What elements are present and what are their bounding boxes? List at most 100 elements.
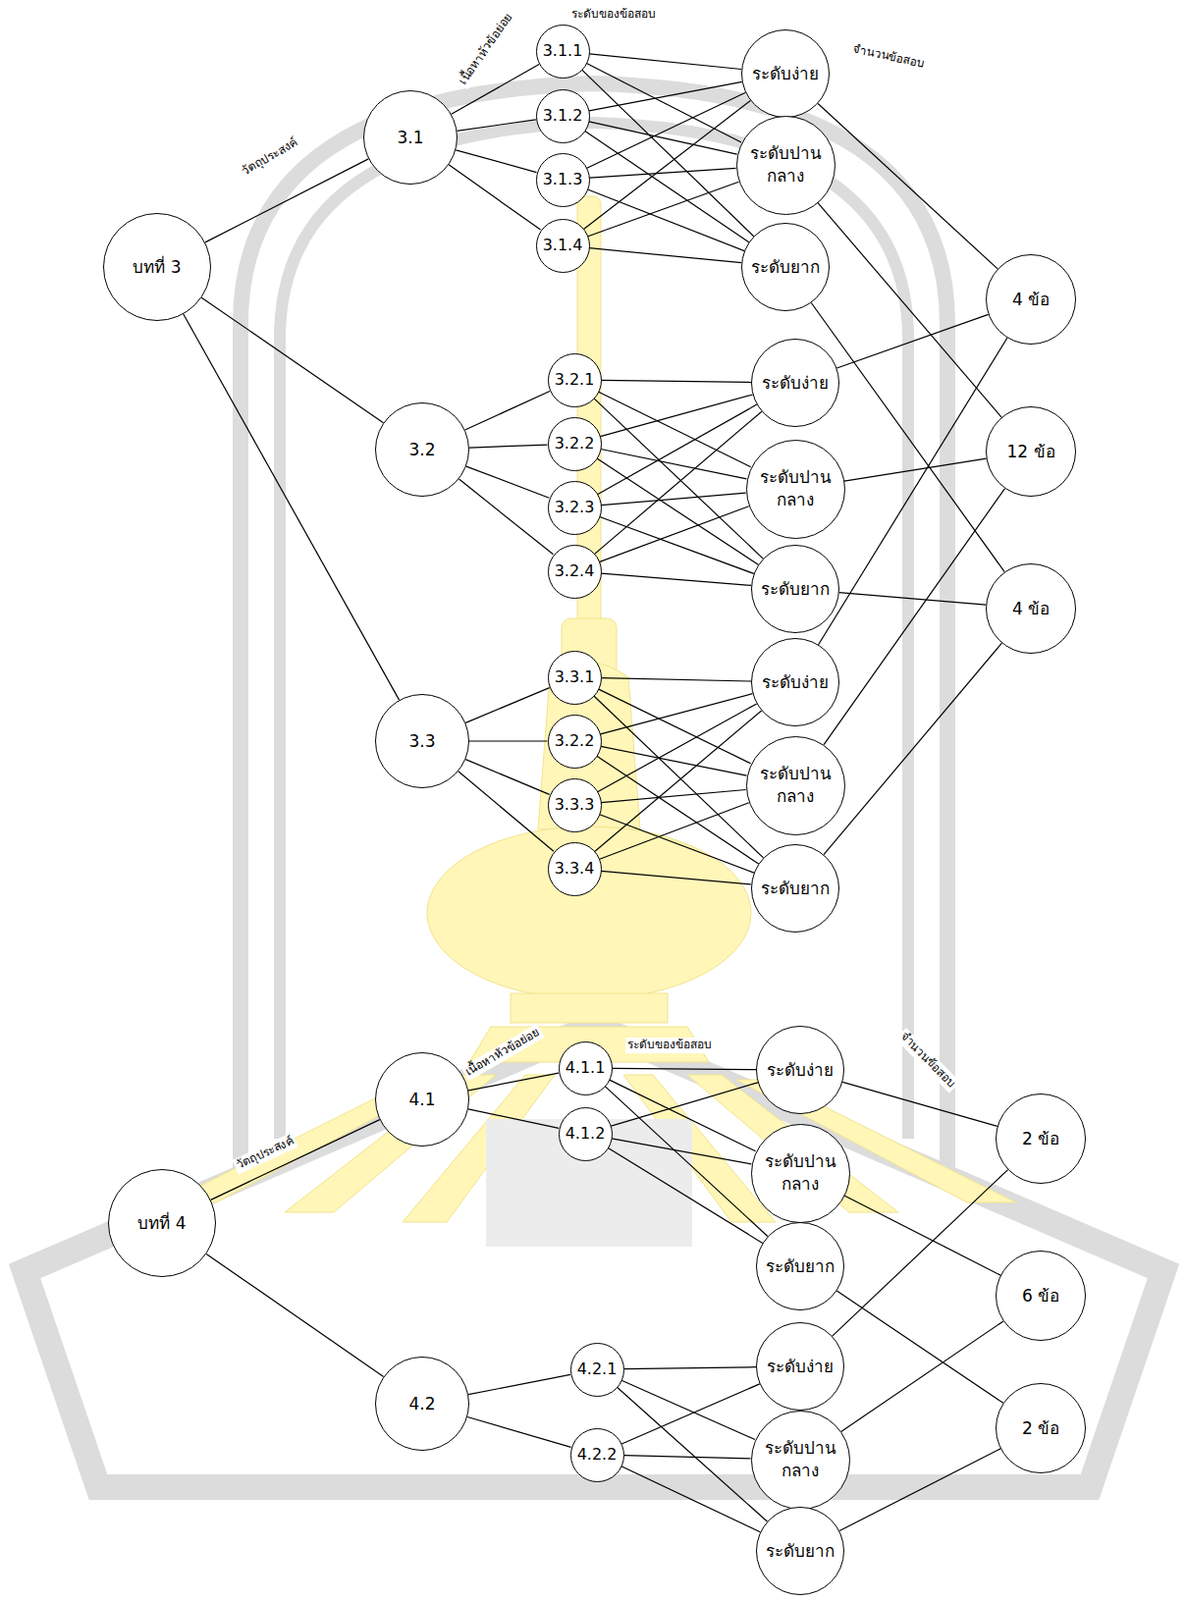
connector-line (597, 703, 757, 793)
topic-circle: 3.3.1 (547, 650, 602, 705)
node-text: ระดับง่าย (766, 1059, 834, 1082)
node-text: ระดับยาก (751, 256, 820, 279)
level-circle: ระดับยาก (741, 222, 830, 312)
connector-line (839, 1449, 1001, 1532)
node-text: ระดับยาก (760, 578, 830, 601)
connector-line (211, 1120, 380, 1201)
connector-line (611, 1138, 752, 1165)
level-circle: ระดับยาก (755, 1222, 845, 1311)
node-text: 2 ข้อ (1022, 1417, 1060, 1441)
objective-circle: 3.1 (363, 90, 458, 185)
connector-line (585, 130, 750, 242)
connector-line (624, 1367, 757, 1370)
connector-line (609, 1079, 756, 1152)
connector-line (459, 479, 554, 555)
node-text: 3.3 (408, 730, 435, 754)
node-text: ระดับยาก (760, 877, 830, 901)
connector-line (599, 803, 750, 861)
connector-line (469, 740, 548, 742)
connector-line (601, 678, 753, 682)
count-circle: 2 ข้อ (995, 1093, 1086, 1185)
connector-line (468, 1073, 559, 1091)
topic-circle: 3.2.4 (547, 544, 602, 599)
connector-line (844, 1195, 1001, 1276)
topic-circle: 4.1.2 (558, 1107, 613, 1162)
level-circle: ระดับปานกลาง (736, 115, 836, 216)
connector-line (599, 506, 750, 563)
connector-line (600, 870, 752, 885)
connector-line (469, 444, 548, 448)
topic-circle: 3.3.3 (547, 778, 602, 833)
connector-line (841, 1321, 1004, 1433)
connector-line (612, 1068, 757, 1070)
node-text: 4 ข้อ (1012, 597, 1050, 621)
level-circle: ระดับง่าย (755, 1322, 845, 1411)
connector-line (468, 1109, 559, 1129)
node-text: ระดับปานกลาง (755, 466, 835, 512)
connector-line (832, 1170, 1009, 1338)
connector-line (206, 1253, 383, 1377)
connector-line (587, 63, 743, 144)
connector-line (601, 379, 753, 382)
connector-line (466, 466, 549, 498)
chapter-circle: บทที่ 4 (107, 1169, 216, 1278)
node-text: ระดับปานกลาง (760, 1150, 840, 1196)
connector-line (589, 248, 742, 264)
node-text: ระดับง่าย (752, 62, 819, 86)
topic-circle: 3.1.4 (536, 218, 591, 273)
objective-circle: 4.1 (375, 1052, 470, 1147)
node-text: 3.2.2 (554, 432, 595, 455)
axis-label: จำนวนข้อสอบ (895, 1027, 961, 1093)
node-text: ระดับง่าย (761, 671, 829, 695)
level-circle: ระดับง่าย (751, 338, 840, 428)
objective-circle: 3.2 (375, 402, 470, 497)
node-text: ระดับปานกลาง (746, 142, 825, 188)
connector-line (823, 488, 1005, 746)
node-text: 12 ข้อ (1006, 440, 1055, 464)
watermark-spire (166, 196, 1017, 1223)
connector-line (600, 790, 746, 804)
connector-line (448, 164, 540, 230)
connector-line (457, 119, 537, 131)
level-circle: ระดับยาก (751, 844, 840, 933)
node-text: 3.1.3 (542, 168, 584, 191)
connector-line (607, 1147, 762, 1243)
connector-line (594, 710, 762, 852)
topic-circle: 3.2.1 (547, 353, 602, 408)
node-text: ระดับยาก (765, 1255, 835, 1279)
node-text: 3.2.2 (554, 730, 595, 753)
connector-line (455, 150, 537, 173)
connector-line (465, 688, 549, 724)
connector-line (593, 696, 764, 859)
connector-line (588, 181, 740, 237)
node-text: 4.2 (408, 1393, 435, 1416)
level-circle: ระดับยาก (751, 544, 840, 634)
node-text: 4 ข้อ (1012, 288, 1050, 312)
topic-circle: 4.2.1 (570, 1343, 625, 1398)
connector-line (621, 1466, 760, 1533)
connector-line (823, 643, 1002, 855)
connector-line (610, 1082, 758, 1127)
level-circle: ระดับง่าย (755, 1025, 845, 1115)
node-text: 4.2.2 (577, 1444, 618, 1466)
axis-label: เนื้อหาหัวข้อย่อย (461, 1024, 545, 1081)
node-text: 3.2.1 (554, 369, 595, 391)
count-circle: 2 ข้อ (995, 1383, 1086, 1474)
level-circle: ระดับง่าย (751, 638, 840, 727)
connector-line (600, 492, 746, 506)
connector-line (596, 458, 758, 565)
topic-circle: 3.2.2 (547, 714, 602, 769)
topic-circle: 3.1.2 (536, 89, 591, 144)
connector-line (467, 1417, 571, 1449)
connector-line (458, 771, 554, 853)
connector-line (201, 297, 383, 424)
axis-label: วัตถุประสงค์ (237, 133, 303, 180)
topic-circle: 3.1.3 (536, 153, 591, 208)
node-text: 3.3.1 (554, 666, 595, 689)
connector-line (844, 458, 987, 482)
connector-line (587, 92, 747, 168)
node-text: ระดับง่าย (761, 372, 829, 395)
level-circle: ระดับปานกลาง (746, 736, 846, 836)
connector-line (624, 1455, 752, 1459)
connector-line (596, 755, 759, 864)
